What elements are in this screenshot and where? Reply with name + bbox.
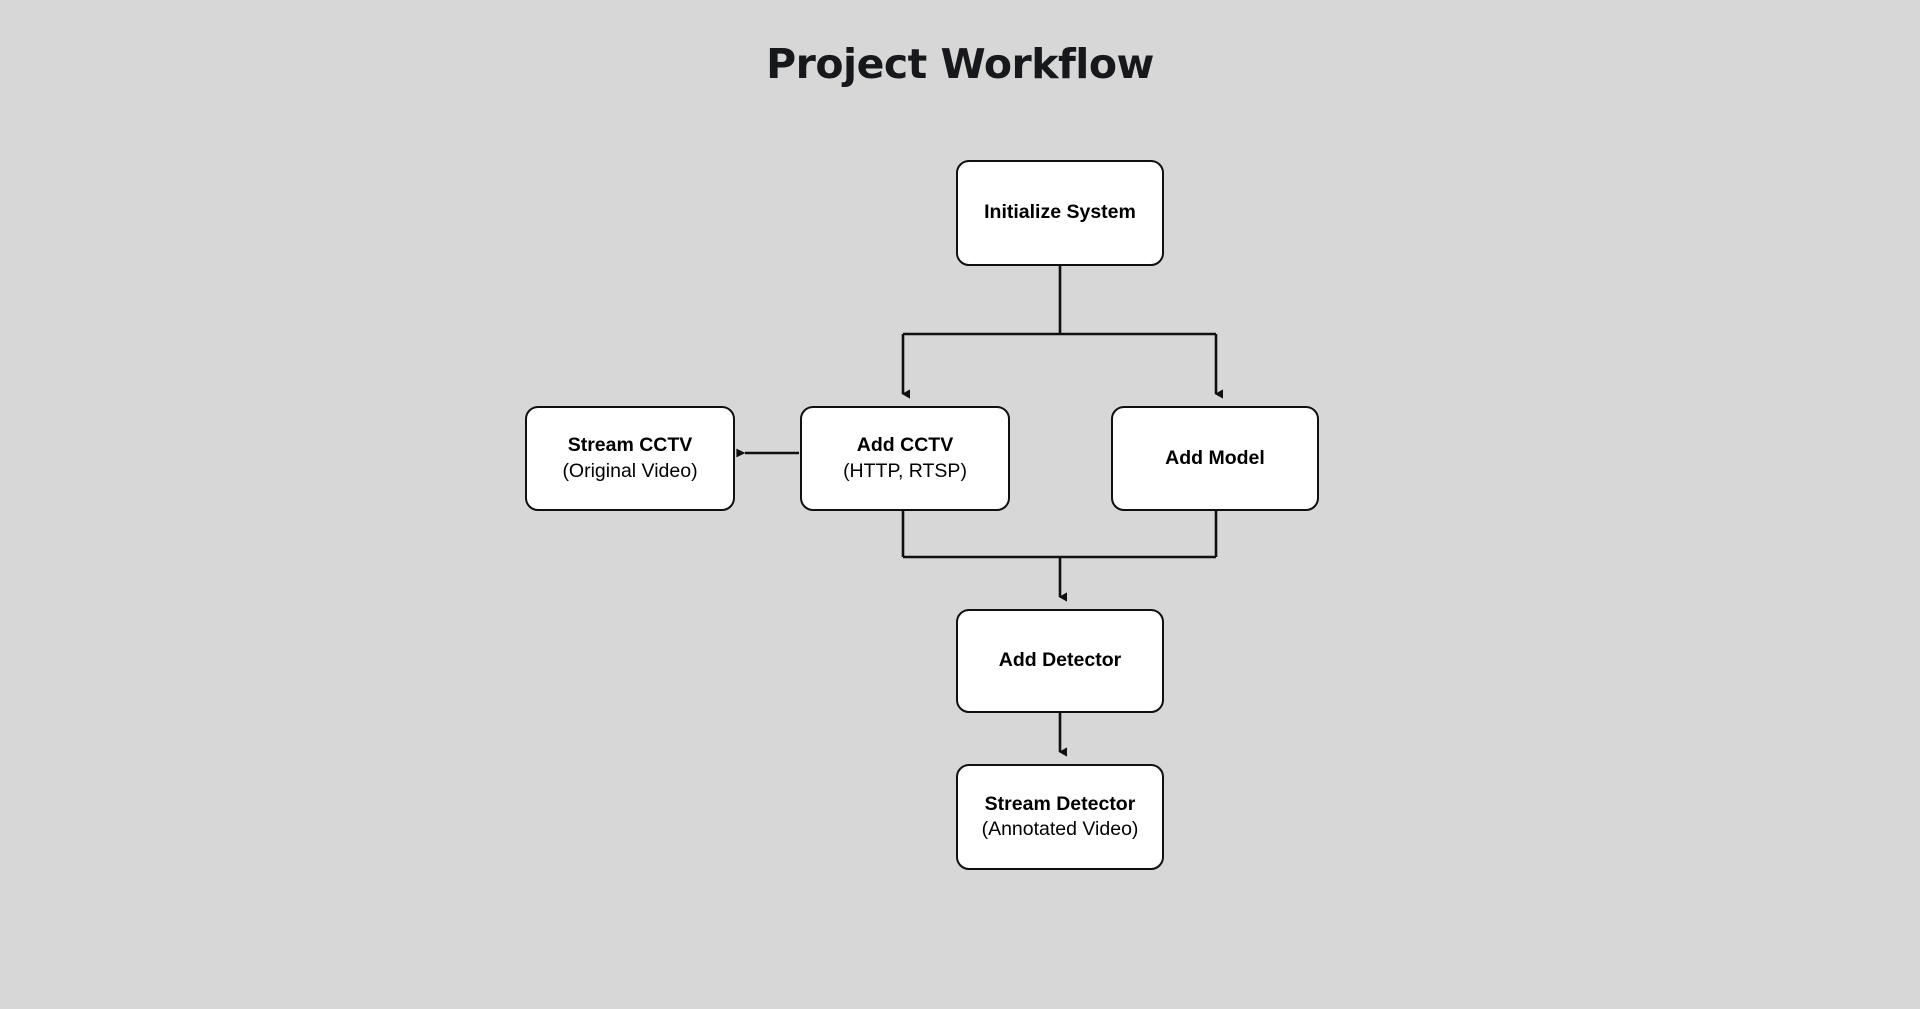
node-add-cctv[interactable]: Add CCTV (HTTP, RTSP) (800, 406, 1010, 511)
node-add-detector[interactable]: Add Detector (956, 609, 1164, 713)
node-initialize-system[interactable]: Initialize System (956, 160, 1164, 266)
node-label: Stream CCTV (567, 434, 693, 457)
node-label: Add Detector (998, 649, 1122, 672)
node-sublabel: (Original Video) (562, 459, 698, 482)
node-sublabel: (HTTP, RTSP) (843, 459, 967, 482)
node-label: Add Model (1165, 446, 1265, 469)
node-label: Initialize System (984, 201, 1136, 224)
node-sublabel: (Annotated Video) (981, 818, 1139, 840)
edge-merge-to-add-detector (901, 511, 1218, 602)
node-stream-cctv[interactable]: Stream CCTV (Original Video) (525, 406, 735, 511)
node-label: Stream Detector (984, 792, 1136, 815)
node-stream-detector[interactable]: Stream Detector (Annotated Video) (956, 764, 1164, 870)
node-label: Add CCTV (856, 434, 954, 457)
page-title: Project Workflow (766, 40, 1154, 88)
edge-initialize-system-split (901, 266, 1223, 399)
node-add-model[interactable]: Add Model (1111, 406, 1319, 511)
